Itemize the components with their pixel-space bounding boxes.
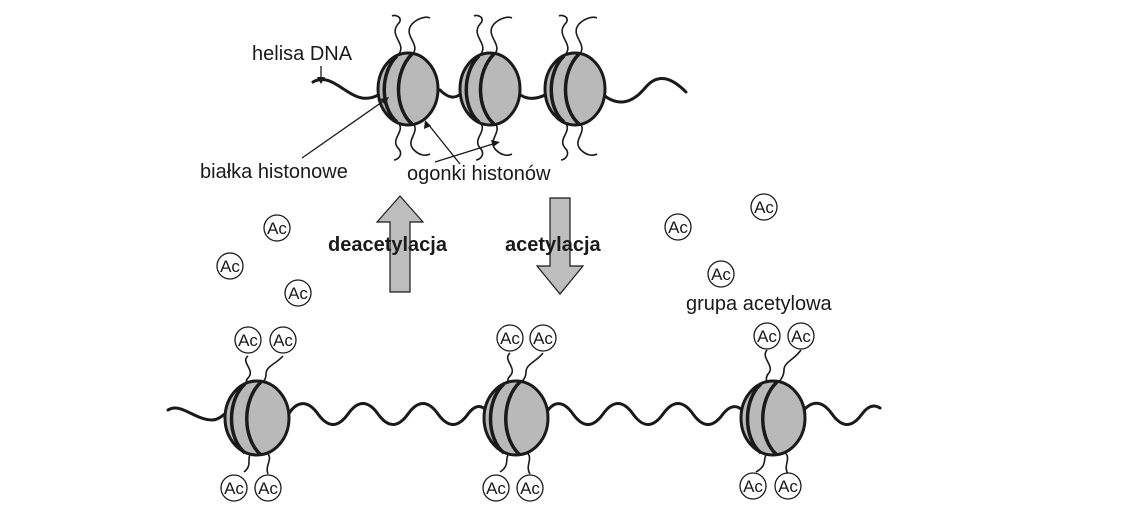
acetyl-group: Ac: [516, 474, 544, 502]
svg-text:Ac: Ac: [757, 327, 777, 346]
svg-text:Ac: Ac: [224, 479, 244, 498]
label-histone-tails: ogonki histonów: [407, 163, 551, 185]
svg-text:Ac: Ac: [791, 327, 811, 346]
acetyl-group: Ac: [787, 322, 815, 350]
nucleosome: [458, 51, 522, 127]
deacetylation-arrow: [375, 195, 425, 293]
acetylation-arrow: [535, 197, 585, 295]
dna-strand-bottom: [166, 401, 882, 426]
svg-text:Ac: Ac: [258, 479, 278, 498]
acetyl-group: Ac: [739, 472, 767, 500]
svg-text:Ac: Ac: [288, 284, 308, 303]
acetyl-group: Ac: [284, 279, 312, 307]
acetyl-group: Ac: [263, 214, 291, 242]
acetyl-group: Ac: [220, 474, 248, 502]
label-deacetylation: deacetylacja: [328, 234, 448, 256]
svg-text:Ac: Ac: [267, 219, 287, 238]
acetyl-group: Ac: [529, 324, 557, 352]
nucleosome: [739, 379, 807, 457]
svg-text:Ac: Ac: [238, 331, 258, 350]
svg-text:Ac: Ac: [220, 257, 240, 276]
acetyl-group: Ac: [234, 326, 262, 354]
nucleosome: [482, 379, 550, 457]
svg-text:Ac: Ac: [668, 218, 688, 237]
nucleosome: [376, 51, 440, 127]
relaxed-chromatin: Ac Ac Ac Ac Ac Ac Ac Ac: [166, 322, 882, 502]
condensed-chromatin: [311, 14, 688, 161]
acetyl-group: Ac: [254, 474, 282, 502]
label-dna-helix: helisa DNA: [252, 43, 353, 65]
svg-text:Ac: Ac: [711, 265, 731, 284]
svg-text:Ac: Ac: [533, 329, 553, 348]
acetyl-group: Ac: [753, 322, 781, 350]
label-acetylation: acetylacja: [505, 234, 602, 256]
label-histone-proteins: białka histonowe: [200, 161, 348, 183]
pointer-histone-tails: [424, 120, 500, 165]
pointer-dna-helix: [317, 66, 325, 84]
svg-text:Ac: Ac: [754, 198, 774, 217]
svg-text:Ac: Ac: [778, 477, 798, 496]
acetyl-group: Ac: [707, 260, 735, 288]
svg-text:Ac: Ac: [486, 479, 506, 498]
svg-text:Ac: Ac: [520, 479, 540, 498]
nucleosome: [543, 51, 607, 127]
svg-text:Ac: Ac: [500, 329, 520, 348]
svg-text:Ac: Ac: [743, 477, 763, 496]
histone-tails-top: [391, 14, 598, 161]
acetyl-group: Ac: [750, 193, 778, 221]
pointer-histone-proteins: [301, 97, 389, 159]
acetyl-group: Ac: [496, 324, 524, 352]
dna-strand-top: [311, 77, 688, 104]
acetyl-group: Ac: [774, 472, 802, 500]
acetyl-group: Ac: [216, 252, 244, 280]
label-acetyl-group: grupa acetylowa: [686, 293, 833, 315]
acetyl-group: Ac: [482, 474, 510, 502]
nucleosome: [223, 379, 291, 457]
svg-text:Ac: Ac: [273, 331, 293, 350]
acetyl-group: Ac: [269, 326, 297, 354]
acetyl-group: Ac: [664, 213, 692, 241]
